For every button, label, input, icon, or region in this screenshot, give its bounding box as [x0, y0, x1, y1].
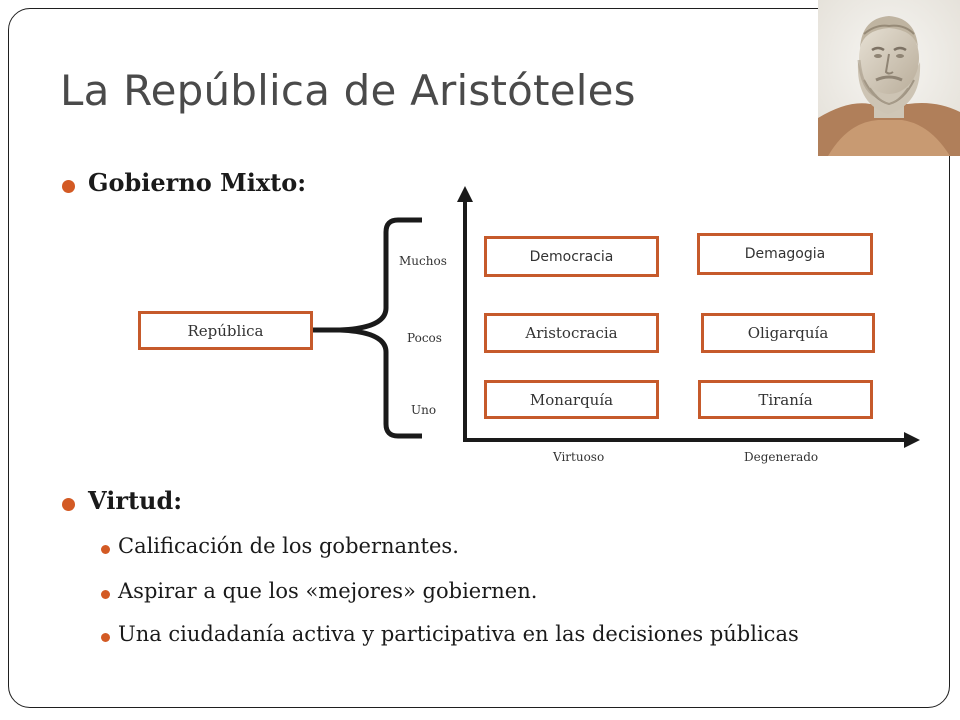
- row-label-pocos: Pocos: [407, 331, 442, 345]
- column-label-virtuoso: Virtuoso: [553, 450, 605, 464]
- virtud-item-ciudadania: Una ciudadanía activa y participativa en…: [118, 622, 799, 646]
- bullet-virtud: Virtud:: [88, 486, 183, 515]
- monarquia-label: Monarquía: [529, 390, 614, 409]
- sub-bullet-dot: [101, 545, 110, 554]
- democracia-label: Democracia: [529, 248, 614, 265]
- oligarquia-box: Oligarquía: [701, 313, 875, 353]
- aristocracia-box: Aristocracia: [484, 313, 659, 353]
- virtud-item-calificacion: Calificación de los gobernantes.: [118, 534, 459, 558]
- row-label-muchos: Muchos: [399, 254, 447, 268]
- column-label-degenerado: Degenerado: [744, 450, 819, 464]
- slide-frame: [8, 8, 950, 708]
- sub-bullet-dot: [101, 590, 110, 599]
- aristotle-bust-image: [818, 0, 960, 156]
- aristocracia-label: Aristocracia: [525, 324, 618, 342]
- sub-bullet-dot: [101, 633, 110, 642]
- monarquia-box: Monarquía: [484, 380, 659, 419]
- democracia-box: Democracia: [484, 236, 659, 277]
- tirania-box: Tiranía: [698, 380, 873, 419]
- bullet-dot: [62, 498, 75, 511]
- row-label-uno: Uno: [411, 403, 437, 417]
- republica-label: República: [187, 321, 264, 340]
- bullet-gobierno-mixto: Gobierno Mixto:: [88, 168, 307, 197]
- demagogia-box: Demagogia: [697, 233, 873, 275]
- bullet-dot: [62, 180, 75, 193]
- republica-box: República: [138, 311, 313, 350]
- demagogia-label: Demagogia: [744, 246, 826, 262]
- oligarquia-label: Oligarquía: [747, 324, 829, 342]
- virtud-item-mejores: Aspirar a que los «mejores» gobiernen.: [118, 579, 538, 603]
- tirania-label: Tiranía: [758, 390, 813, 409]
- y-axis-arrow: [457, 186, 473, 202]
- x-axis-arrow: [904, 432, 920, 448]
- slide-title: La República de Aristóteles: [60, 66, 636, 115]
- curly-brace: [337, 217, 422, 439]
